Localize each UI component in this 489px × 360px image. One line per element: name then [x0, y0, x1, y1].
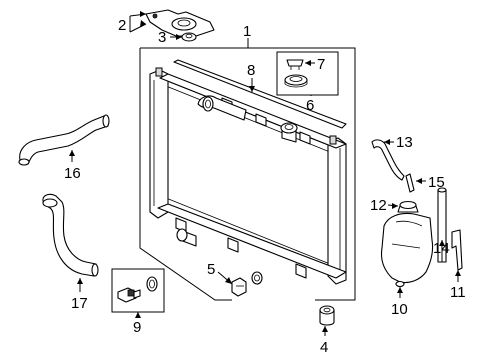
tank-bracket: [451, 229, 463, 271]
callout-14: 14: [433, 240, 450, 257]
lower-cushion: [319, 305, 335, 326]
callout-13: 13: [396, 134, 413, 151]
callout-6: 6: [306, 97, 314, 114]
reserve-tank: [380, 212, 434, 288]
callout-17: 17: [71, 295, 88, 312]
callout-8: 8: [247, 62, 255, 79]
lower-outlet-pipe: [176, 228, 197, 247]
mount-cushion: [181, 32, 197, 42]
temperature-sensor: [117, 276, 158, 303]
callout-10: 10: [391, 301, 408, 318]
upper-radiator-hose: [18, 114, 110, 166]
tank-cap: [397, 200, 419, 213]
cap-seal: [284, 74, 308, 88]
arrow-heads: [0, 0, 461, 332]
callout-5: 5: [207, 261, 215, 278]
tank-hose: [405, 173, 415, 193]
callout-4: 4: [320, 339, 328, 356]
overflow-hose: [371, 139, 405, 181]
callout-1: 1: [243, 23, 251, 40]
callout-12: 12: [370, 197, 387, 214]
callout-7: 7: [317, 56, 325, 73]
cap-kit-box: [276, 51, 339, 96]
callout-16: 16: [64, 165, 81, 182]
radiator-cap: [286, 59, 304, 70]
drain-plug: [231, 271, 263, 297]
callout-11: 11: [450, 284, 466, 301]
filler-neck: [280, 122, 298, 143]
radiator-core: [149, 67, 347, 285]
lower-radiator-hose: [42, 193, 99, 277]
upper-mount-bracket: [145, 9, 215, 37]
seal-strip: [173, 59, 347, 129]
callout-15: 15: [428, 174, 445, 191]
callout-2: 2: [118, 17, 126, 34]
callout-9: 9: [133, 319, 141, 336]
upper-inlet-pipe: [197, 95, 247, 121]
callout-3: 3: [158, 29, 166, 46]
